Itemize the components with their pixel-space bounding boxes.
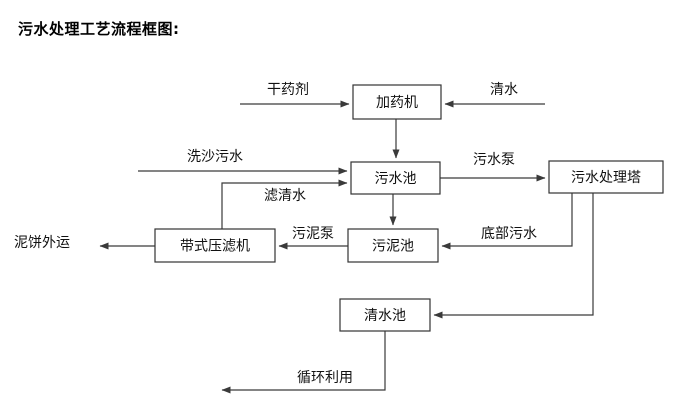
node-sewage_pool[interactable]: 污水池 <box>350 161 441 195</box>
edge-bottom-sewage <box>441 193 573 250</box>
edge-label-sludge-pump: 污泥泵 <box>292 226 334 242</box>
node-box-clear_pool <box>339 298 431 332</box>
node-label-treat_tower: 污水处理塔 <box>571 170 641 186</box>
node-label-sludge_pool: 污泥池 <box>372 239 414 255</box>
edge-label-dry-agent-in: 干药剂 <box>267 82 309 98</box>
edge-label-mud-cake-out: 泥饼外运 <box>14 235 70 251</box>
node-clear_pool[interactable]: 清水池 <box>339 298 431 332</box>
edge-label-clean-water-in: 清水 <box>490 82 518 98</box>
node-treat_tower[interactable]: 污水处理塔 <box>548 160 664 194</box>
node-dosing[interactable]: 加药机 <box>352 84 442 120</box>
edge-tower-to-clear <box>433 193 594 319</box>
node-box-sewage_pool <box>350 161 441 195</box>
edge-label-bottom-sewage: 底部污水 <box>481 226 537 242</box>
node-box-filter_press <box>154 228 276 263</box>
edge-label-sand-wash-in: 洗沙污水 <box>187 149 243 165</box>
edge-recycle-out <box>221 331 386 394</box>
edge-label-sewage-pump: 污水泵 <box>473 152 515 168</box>
node-filter_press[interactable]: 带式压滤机 <box>154 228 276 263</box>
node-sludge_pool[interactable]: 污泥池 <box>347 228 439 263</box>
node-box-treat_tower <box>548 160 664 194</box>
node-label-clear_pool: 清水池 <box>364 308 406 324</box>
node-label-dosing: 加药机 <box>376 95 418 111</box>
edge-label-filtrate-return: 滤清水 <box>264 188 306 204</box>
node-box-sludge_pool <box>347 228 439 263</box>
edge-label-recycle-out: 循环利用 <box>297 370 353 386</box>
node-label-filter_press: 带式压滤机 <box>180 239 250 255</box>
edge-filtrate-return <box>221 179 348 229</box>
page-title: 污水处理工艺流程框图: <box>18 20 180 38</box>
node-box-dosing <box>352 84 442 120</box>
node-label-sewage_pool: 污水池 <box>375 171 417 187</box>
